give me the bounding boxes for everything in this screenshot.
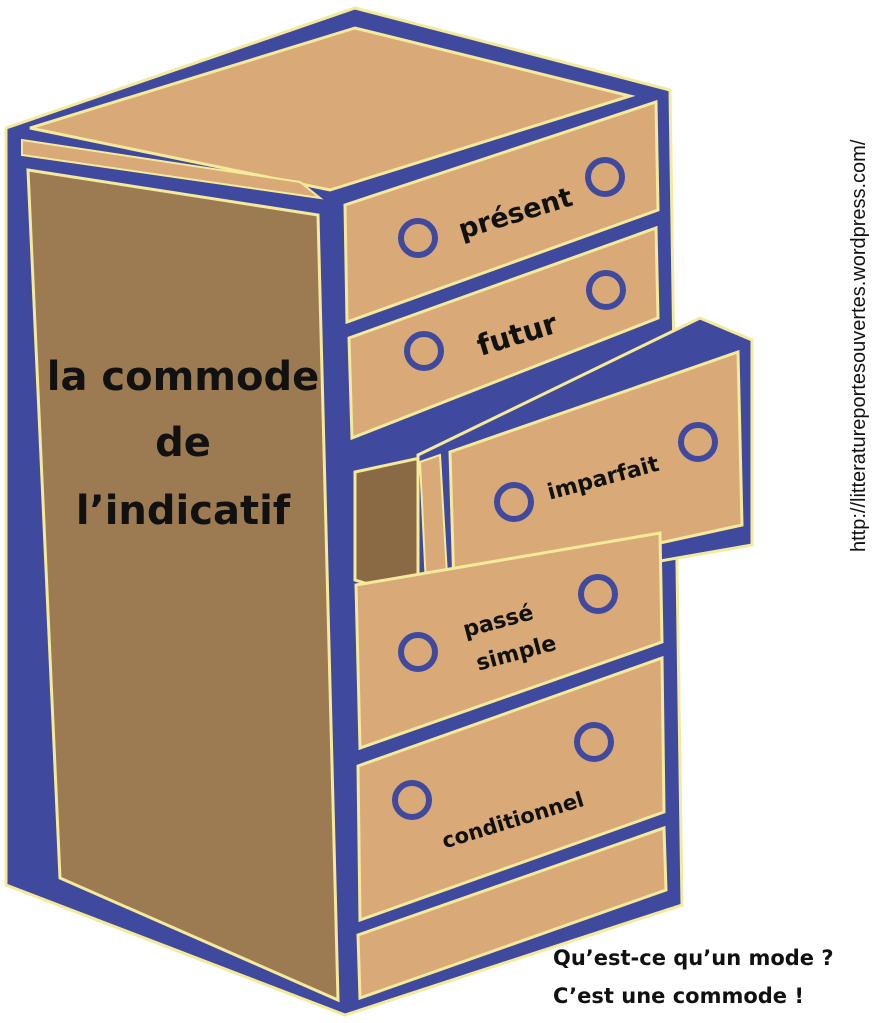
drawer-imparfait-front — [448, 349, 744, 590]
dresser-top-rim — [21, 138, 324, 200]
drawer-conditionnel-knob-right — [574, 722, 614, 762]
dresser-plinth — [356, 825, 668, 1001]
drawer-futur-knob-left — [404, 331, 444, 371]
drawer-futur — [347, 225, 660, 441]
caption-question: Qu’est-ce qu’un mode ? — [553, 946, 834, 970]
drawer-present-knob-right — [585, 157, 625, 197]
drawer-imparfait-knob-left — [494, 482, 534, 522]
dresser-side-panel — [26, 168, 340, 1003]
side-title-line2: de — [155, 420, 211, 466]
drawer-passe-simple-knob-left — [398, 632, 438, 672]
drawer-present-knob-left — [398, 218, 438, 258]
side-title-line3: l’indicatif — [75, 488, 291, 534]
source-url: http://litteratureportesouvertes.wordpre… — [848, 139, 870, 552]
drawer-conditionnel-knob-left — [392, 780, 432, 820]
drawer-imparfait-knob-right — [678, 422, 718, 462]
drawer-futur-knob-right — [586, 270, 626, 310]
caption-answer: C’est une commode ! — [553, 984, 804, 1008]
drawer-present — [343, 99, 660, 325]
dresser-top — [29, 26, 636, 192]
drawer-passe-simple-knob-right — [578, 574, 618, 614]
side-title-line1: la commode — [46, 354, 320, 400]
